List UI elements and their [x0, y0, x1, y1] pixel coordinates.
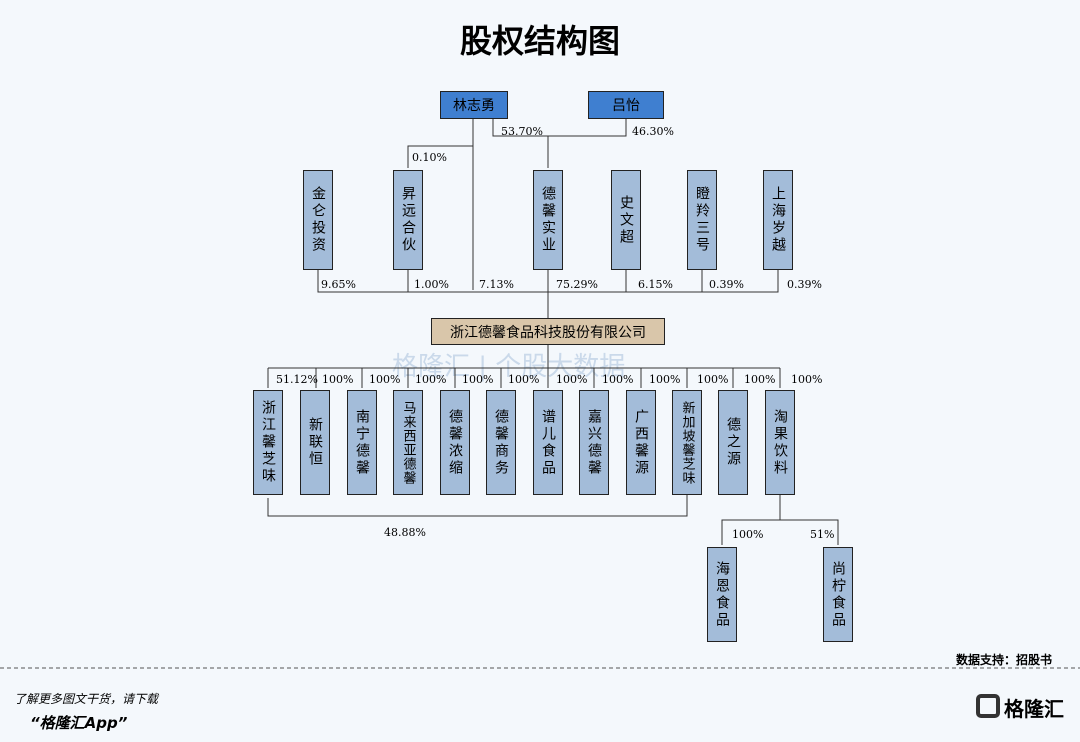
pct-label: 48.88%	[384, 526, 426, 539]
pct-label: 100%	[791, 373, 823, 386]
subsidiary-box: 马来西亚德馨	[393, 390, 423, 495]
subsidiary-box: 嘉兴德馨	[579, 390, 609, 495]
shareholder-box: 昇远合伙	[393, 170, 423, 270]
shareholder-box: 史文超	[611, 170, 641, 270]
subsidiary-box: 淘果饮料	[765, 390, 795, 495]
subsidiary-box: 谱儿食品	[533, 390, 563, 495]
pct-label: 51%	[810, 528, 835, 541]
pct-label: 100%	[556, 373, 588, 386]
shareholder-box: 金仑投资	[303, 170, 333, 270]
pct-label: 100%	[649, 373, 681, 386]
pct-label: 100%	[369, 373, 401, 386]
pct-label: 51.12%	[276, 373, 318, 386]
chart-title: 股权结构图	[459, 22, 620, 60]
pct-label: 100%	[697, 373, 729, 386]
brand-logo: 格隆汇	[1004, 697, 1064, 721]
shareholder-box: 林志勇	[440, 91, 508, 119]
subsidiary-box: 尚柠食品	[823, 547, 853, 642]
pct-label: 0.10%	[412, 151, 447, 164]
app-name: “格隆汇App”	[30, 714, 128, 732]
pct-label: 6.15%	[638, 278, 673, 291]
subsidiary-box: 德馨商务	[486, 390, 516, 495]
pct-label: 100%	[732, 528, 764, 541]
subsidiary-box: 德之源	[718, 390, 748, 495]
subsidiary-box: 浙江馨芝味	[253, 390, 283, 495]
pct-label: 100%	[322, 373, 354, 386]
pct-label: 0.39%	[709, 278, 744, 291]
company-box: 浙江德馨食品科技股份有限公司	[431, 318, 665, 345]
pct-label: 1.00%	[414, 278, 449, 291]
subsidiary-box: 广西馨源	[626, 390, 656, 495]
pct-label: 53.70%	[501, 125, 543, 138]
pct-label: 9.65%	[321, 278, 356, 291]
pct-label: 100%	[744, 373, 776, 386]
shareholder-box: 吕怡	[588, 91, 664, 119]
pct-label: 75.29%	[556, 278, 598, 291]
shareholder-box: 德馨实业	[533, 170, 563, 270]
pct-label: 0.39%	[787, 278, 822, 291]
pct-label: 100%	[415, 373, 447, 386]
download-note: 了解更多图文干货，请下载	[14, 692, 159, 706]
pct-label: 100%	[508, 373, 540, 386]
logo-icon	[976, 694, 1000, 718]
shareholder-box: 上海岁越	[763, 170, 793, 270]
subsidiary-box: 南宁德馨	[347, 390, 377, 495]
subsidiary-box: 德馨浓缩	[440, 390, 470, 495]
pct-label: 46.30%	[632, 125, 674, 138]
shareholder-box: 瞪羚三号	[687, 170, 717, 270]
pct-label: 100%	[602, 373, 634, 386]
subsidiary-box: 海恩食品	[707, 547, 737, 642]
pct-label: 7.13%	[479, 278, 514, 291]
subsidiary-box: 新加坡馨芝味	[672, 390, 702, 495]
subsidiary-box: 新联恒	[300, 390, 330, 495]
source-note: 数据支持：招股书	[956, 653, 1053, 667]
watermark: 格隆汇 | 个股大数据	[392, 352, 626, 382]
pct-label: 100%	[462, 373, 494, 386]
